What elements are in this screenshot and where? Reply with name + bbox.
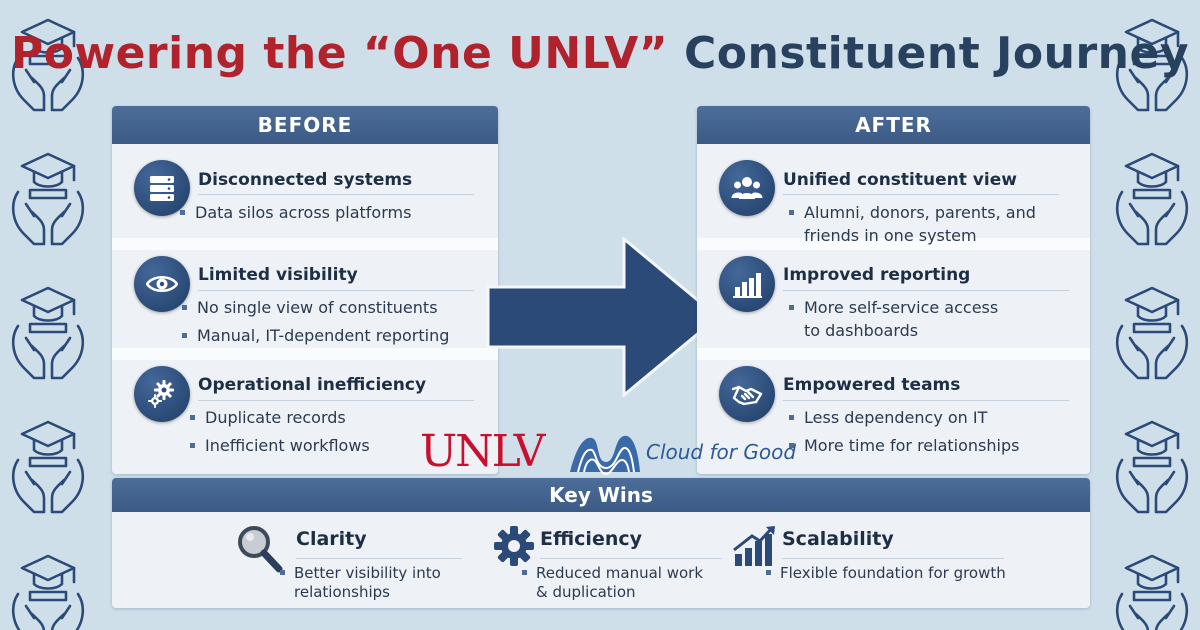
- row-divider: [112, 238, 498, 250]
- cloud-for-good-mark-icon: [570, 435, 640, 476]
- graduation-hands-icon: [4, 280, 92, 390]
- item-title: Limited visibility: [198, 265, 358, 285]
- handshake-icon: [719, 366, 775, 422]
- item-rule: [783, 400, 1069, 401]
- win-title: Scalability: [782, 528, 894, 550]
- cloud-for-good-logo: Cloud for Good: [646, 440, 797, 464]
- graduation-hands-icon: [4, 146, 92, 256]
- win-title: Efficiency: [540, 528, 643, 550]
- before-header: BEFORE: [112, 106, 498, 144]
- gears-icon: [134, 366, 190, 422]
- item-rule: [198, 194, 474, 195]
- graduation-hands-icon: [1108, 146, 1196, 256]
- partner-logos: UNLV Cloud for Good: [420, 426, 796, 480]
- bullet: Duplicate records: [190, 406, 346, 429]
- bullet: Data silos across platforms: [180, 201, 411, 224]
- server-icon: [134, 160, 190, 216]
- win-bullet: Reduced manual work& duplication: [522, 564, 703, 602]
- win-rule: [540, 558, 722, 559]
- graduation-hands-icon: [4, 548, 92, 630]
- item-title: Operational inefficiency: [198, 375, 427, 395]
- graduation-hands-icon: [1108, 548, 1196, 630]
- item-rule: [783, 290, 1069, 291]
- win-rule: [296, 558, 462, 559]
- row-divider: [697, 348, 1090, 360]
- page-title: Powering the “One UNLV” Constituent Jour…: [0, 28, 1200, 79]
- graduation-hands-icon: [1108, 414, 1196, 524]
- item-rule: [198, 290, 474, 291]
- item-title: Empowered teams: [783, 375, 961, 395]
- bullet: Manual, IT-dependent reporting: [182, 324, 449, 347]
- key-wins-header: Key Wins: [112, 478, 1090, 512]
- group-icon: [719, 160, 775, 216]
- win-efficiency: Efficiency Reduced manual work& duplicat…: [492, 522, 722, 602]
- transition-arrow-icon: [486, 237, 721, 397]
- after-panel: AFTER Unified constituent view: [697, 106, 1090, 474]
- right-decoration: [1104, 0, 1200, 630]
- after-header: AFTER: [697, 106, 1090, 144]
- graduation-hands-icon: [1108, 12, 1196, 122]
- item-rule: [198, 400, 474, 401]
- graduation-hands-icon: [1108, 280, 1196, 390]
- item-title: Disconnected systems: [198, 170, 413, 190]
- item-title: Improved reporting: [783, 265, 971, 285]
- item-rule: [783, 194, 1059, 195]
- graduation-hands-icon: [4, 414, 92, 524]
- bullet: Inefficient workflows: [190, 434, 370, 457]
- bullet: More time for relationships: [789, 434, 1019, 457]
- growth-chart-icon: [733, 526, 775, 566]
- left-decoration: [0, 0, 96, 630]
- bullet: Less dependency on IT: [789, 406, 987, 429]
- bullet: No single view of constituents: [182, 296, 438, 319]
- win-rule: [782, 558, 1004, 559]
- win-title: Clarity: [296, 528, 367, 550]
- title-part-1: Powering the “One UNLV”: [10, 28, 669, 79]
- row-divider: [697, 238, 1090, 250]
- graduation-hands-icon: [4, 12, 92, 122]
- before-panel: BEFORE Disconnected systems Data silos a…: [112, 106, 498, 474]
- item-title: Unified constituent view: [783, 170, 1017, 190]
- row-divider: [112, 348, 498, 360]
- title-part-2: Constituent Journey: [684, 28, 1190, 79]
- unlv-logo: UNLV: [420, 426, 545, 477]
- gear-icon: [494, 526, 534, 566]
- bar-chart-icon: [719, 256, 775, 312]
- win-scalability: Scalability Flexible foundation for grow…: [732, 522, 1012, 602]
- eye-icon: [134, 256, 190, 312]
- win-bullet: Flexible foundation for growth: [766, 564, 1006, 583]
- magnifier-icon: [238, 526, 283, 573]
